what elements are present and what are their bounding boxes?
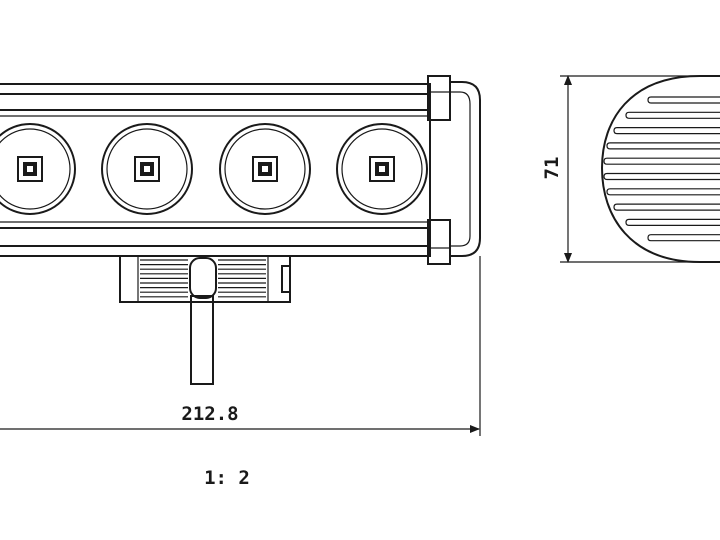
led-lens: [0, 123, 76, 215]
side-profile: [600, 75, 720, 263]
cooling-fin: [647, 96, 720, 104]
cooling-fins: [603, 96, 720, 242]
cooling-fin: [603, 157, 720, 165]
front-view: [0, 75, 481, 385]
cooling-fin: [606, 142, 720, 150]
cooling-fin: [613, 127, 720, 135]
led-lens: [219, 123, 311, 215]
height-value: 71: [541, 157, 563, 180]
led-lenses: [0, 123, 428, 215]
cooling-fin: [625, 111, 720, 119]
side-view: [600, 75, 720, 263]
cooling-fin: [647, 234, 720, 242]
led-lens: [336, 123, 428, 215]
end-cap: [427, 75, 481, 265]
cooling-fin: [625, 218, 720, 226]
cooling-fin: [606, 188, 720, 196]
cooling-fin: [613, 203, 720, 211]
cooling-fin: [603, 172, 720, 181]
scale-label: 1: 2: [204, 467, 250, 489]
mounting-bracket: [119, 255, 291, 385]
height-dimension: 71: [541, 75, 700, 263]
mounting-bolt: [190, 295, 214, 385]
length-value: 212.8: [181, 403, 238, 425]
led-lens: [101, 123, 193, 215]
length-dimension: 212.8: [0, 256, 481, 436]
